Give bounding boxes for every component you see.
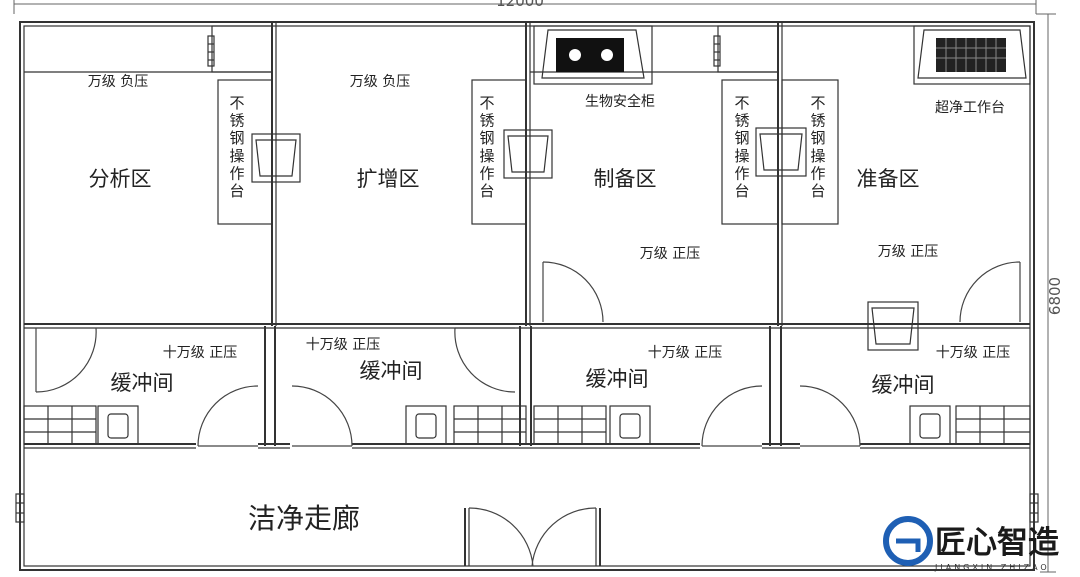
stainless-bench-2-char: 不 [479, 94, 494, 112]
stainless-bench-3-char: 操 [734, 147, 749, 165]
class-preparation: 万级 正压 [640, 246, 700, 262]
class-buffer-4: 十万级 正压 [936, 345, 1010, 361]
stainless-bench-4-char: 作 [810, 164, 825, 182]
class-reagent-prep: 万级 正压 [878, 244, 938, 260]
buffer-room-2-label: 缓冲间 [360, 359, 423, 383]
stainless-bench-2-char: 作 [479, 164, 494, 182]
stainless-bench-3-char: 作 [734, 164, 749, 182]
stainless-bench-1-char: 不 [229, 94, 244, 112]
stainless-benches [217, 79, 839, 225]
room-reagent-prep-label: 准备区 [857, 167, 920, 191]
dimension-right: 6800 [1046, 277, 1064, 315]
corridor-vents [15, 493, 1039, 523]
stainless-bench-4-char: 不 [810, 94, 825, 112]
stainless-bench-2-char: 钢 [479, 129, 494, 147]
class-buffer-3: 十万级 正压 [648, 345, 722, 361]
stainless-bench-4-char: 钢 [810, 129, 825, 147]
room-analysis-label: 分析区 [89, 167, 152, 191]
room-preparation-label: 制备区 [594, 167, 657, 191]
class-buffer-2: 十万级 正压 [306, 337, 380, 353]
stainless-bench-3-char: 锈 [734, 112, 749, 130]
bio-safety-cabinet-label: 生物安全柜 [585, 93, 655, 110]
stainless-bench-3-char: 不 [734, 94, 749, 112]
buffer-room-4-label: 缓冲间 [872, 373, 935, 397]
dimension-lines: 12000 6800 [13, 0, 1064, 573]
vertical-partitions [264, 22, 783, 446]
doors [35, 261, 1021, 567]
stainless-bench-2-char: 锈 [479, 112, 494, 130]
class-analysis: 万级 负压 [88, 74, 148, 90]
stainless-bench-3-char: 钢 [734, 129, 749, 147]
clean-bench: 超净工作台 [913, 25, 1031, 116]
stainless-bench-4-char: 操 [810, 147, 825, 165]
stainless-bench-1-char: 操 [229, 147, 244, 165]
class-buffer-1: 十万级 正压 [163, 345, 237, 361]
stainless-bench-2-char: 台 [479, 182, 494, 200]
room-amplification-label: 扩增区 [357, 167, 420, 191]
stainless-bench-4-char: 锈 [810, 112, 825, 130]
stainless-bench-1-char: 锈 [229, 112, 244, 130]
buffer-room-3-label: 缓冲间 [586, 367, 649, 391]
logo-mark-icon [883, 516, 933, 566]
stainless-bench-1-char: 钢 [229, 129, 244, 147]
vent-units [207, 25, 779, 73]
clean-bench-label: 超净工作台 [935, 100, 1005, 116]
stainless-bench-2-char: 操 [479, 147, 494, 165]
corridor-label: 洁净走廊 [248, 502, 360, 535]
brand-logo: 匠心智造 JIANGXIN ZHIZAO [883, 516, 1059, 572]
bio-safety-cabinet: 生物安全柜 [533, 25, 655, 110]
class-amplification: 万级 负压 [350, 74, 410, 90]
stainless-bench-3-char: 台 [734, 182, 749, 200]
buffer-room-1-label: 缓冲间 [111, 371, 174, 395]
logo-name: 匠心智造 [935, 525, 1059, 561]
pass-boxes [251, 127, 919, 351]
stainless-bench-1-char: 台 [229, 182, 244, 200]
lockers-and-sinks [23, 405, 1031, 445]
logo-pinyin: JIANGXIN ZHIZAO [934, 563, 1050, 572]
stainless-bench-1-char: 作 [229, 164, 244, 182]
stainless-bench-4-char: 台 [810, 182, 825, 200]
dimension-top: 12000 [496, 0, 544, 10]
